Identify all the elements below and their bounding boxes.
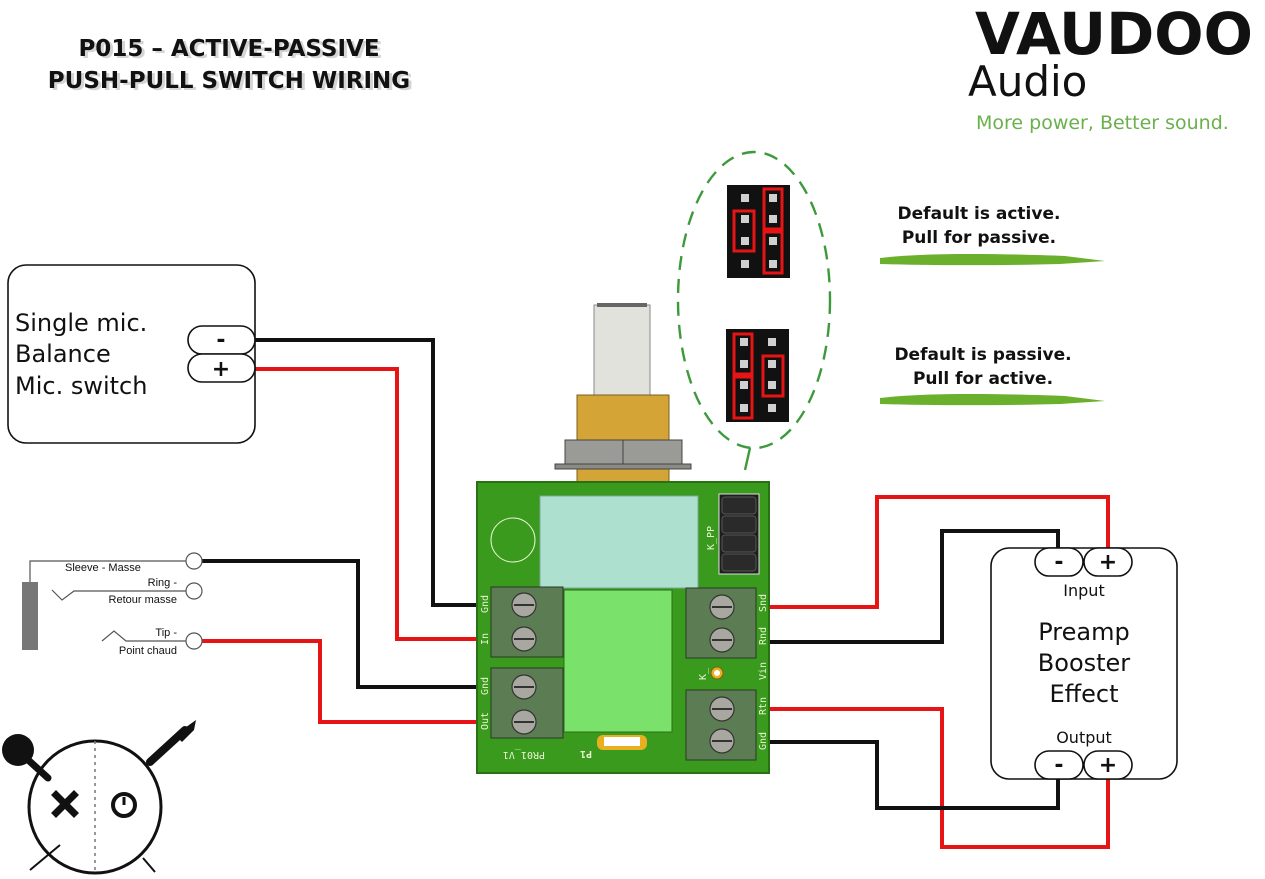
mic-plus-label: + xyxy=(212,357,230,382)
effect-line-2: Booster xyxy=(1038,649,1131,677)
mic-box-frame xyxy=(7,264,256,444)
jack-symbol: Sleeve - Masse Ring - Retour masse Tip -… xyxy=(22,552,203,657)
pcb-label-in: In xyxy=(480,633,491,645)
output-minus-pill[interactable] xyxy=(1034,750,1084,780)
wire-return-ground xyxy=(760,529,1060,644)
pot-knob-shaft xyxy=(593,304,651,396)
wire-return xyxy=(760,707,1110,849)
page-title: P015 – ACTIVE-PASSIVE P015 – ACTIVE-PASS… xyxy=(48,36,413,96)
pcb-label-gnd-3: Gnd xyxy=(758,732,769,750)
output-plus-terminal[interactable]: + xyxy=(1083,750,1133,780)
pcb-part: P1 xyxy=(580,748,592,759)
jack-ring-label-2: Retour masse xyxy=(109,594,177,606)
brand-logo: VAUDOO Audio More power, Better sound. xyxy=(968,0,1253,134)
input-plus-terminal[interactable]: + xyxy=(1083,547,1133,577)
jumper-config-passive xyxy=(726,329,789,422)
jack-tip-line xyxy=(101,630,186,642)
callout-pointer xyxy=(743,447,752,471)
brand-tagline: More power, Better sound. xyxy=(976,112,1229,134)
note-active-line-2: Pull for passive. xyxy=(902,228,1056,248)
output-plus-label: + xyxy=(1099,753,1117,778)
input-label: Input xyxy=(1063,581,1104,600)
mic-plus-pill[interactable] xyxy=(187,353,256,383)
brush-underline-2 xyxy=(880,394,1105,406)
pot-shaft xyxy=(554,303,692,488)
pcb-label-vin: Vin xyxy=(758,662,769,680)
pot-body xyxy=(539,495,699,589)
effect-line-3: Effect xyxy=(1049,680,1118,708)
jack-tip-terminal[interactable] xyxy=(185,632,203,650)
jack-sleeve-terminal[interactable] xyxy=(185,552,203,570)
title-shadow-2: PUSH-PULL SWITCH WIRING xyxy=(51,70,413,96)
effect-line-1: Preamp xyxy=(1038,618,1129,646)
mic-box: Single mic. Balance Mic. switch - + xyxy=(7,264,256,444)
wires xyxy=(194,338,1110,849)
pcb-label-gnd-1: Gnd xyxy=(480,595,491,613)
output-label: Output xyxy=(1056,728,1112,747)
jack-ring-terminal[interactable] xyxy=(185,582,203,600)
note-default-active: Default is active. Pull for passive. xyxy=(880,204,1105,266)
pcb-name: PR01_V1 xyxy=(503,749,545,760)
mic-box-line-3: Mic. switch xyxy=(15,372,147,400)
pcb-label-snd: Snd xyxy=(758,594,769,612)
effect-box-frame xyxy=(990,547,1178,780)
input-plus-label: + xyxy=(1099,550,1117,575)
kpp-header[interactable] xyxy=(718,493,760,575)
pcb-label-rnd: Rnd xyxy=(758,627,769,645)
wire-send xyxy=(760,495,1110,609)
output-plus-pill[interactable] xyxy=(1083,750,1133,780)
wire-mic-plus xyxy=(255,367,490,641)
jack-tip-label-1: Tip - xyxy=(155,627,177,639)
title-line-1: P015 – ACTIVE-PASSIVE xyxy=(78,36,379,62)
effect-box: - + Input Preamp Booster Effect Output -… xyxy=(990,547,1178,780)
jack-ring-label-1: Ring - xyxy=(148,577,178,589)
terminal-block-right-bottom xyxy=(685,689,757,761)
brand-name: VAUDOO xyxy=(975,0,1253,68)
brush-underline-1 xyxy=(880,254,1105,266)
note-passive-line-1: Default is passive. xyxy=(894,345,1071,365)
mic-box-line-1: Single mic. xyxy=(15,309,147,337)
mic-minus-terminal[interactable]: - xyxy=(187,325,256,355)
input-minus-terminal[interactable]: - xyxy=(1034,547,1084,577)
wire-mic-minus xyxy=(255,338,490,607)
input-minus-pill[interactable] xyxy=(1034,547,1084,577)
pcb-label-rtn: Rtn xyxy=(758,697,769,715)
title-shadow-1: P015 – ACTIVE-PASSIVE xyxy=(81,38,382,64)
mic-box-line-2: Balance xyxy=(15,340,111,368)
note-active-line-1: Default is active. xyxy=(898,204,1061,224)
pcb-label-gnd-2: Gnd xyxy=(480,677,491,695)
mic-plus-terminal[interactable]: + xyxy=(187,353,256,383)
led-label: K_ xyxy=(698,667,709,680)
terminal-block-left-bottom xyxy=(490,667,564,739)
header-label: K_PP xyxy=(706,526,717,550)
jack-sleeve-body xyxy=(22,582,38,650)
switch-body xyxy=(563,589,673,733)
jack-sleeve-label: Sleeve - Masse xyxy=(65,562,141,574)
wire-output-ground xyxy=(760,740,1060,810)
terminal-block-right-top xyxy=(685,587,757,659)
silk-logo-icon xyxy=(490,517,536,563)
input-plus-pill[interactable] xyxy=(1083,547,1133,577)
jack-sleeve-line xyxy=(29,560,186,582)
input-minus-label: - xyxy=(1054,550,1063,575)
jack-ring-line xyxy=(51,589,186,601)
note-default-passive: Default is passive. Pull for active. xyxy=(880,345,1105,406)
terminal-block-left-top xyxy=(490,586,564,658)
output-minus-terminal[interactable]: - xyxy=(1034,750,1084,780)
jumper-callout xyxy=(676,150,832,471)
jack-tip-label-2: Point chaud xyxy=(119,645,177,657)
pot-washer xyxy=(554,463,692,470)
callout-ellipse xyxy=(676,150,832,450)
output-minus-label: - xyxy=(1054,753,1063,778)
wire-sleeve xyxy=(194,559,490,689)
wire-tip xyxy=(194,639,490,724)
pcb-label-out: Out xyxy=(480,712,491,730)
brand-sub: Audio xyxy=(968,57,1087,106)
mic-minus-label: - xyxy=(216,328,225,353)
title-line-2: PUSH-PULL SWITCH WIRING xyxy=(48,68,410,94)
note-passive-line-2: Pull for active. xyxy=(913,369,1053,389)
voodoo-logo-icon xyxy=(2,720,196,875)
jumper-config-active xyxy=(727,185,790,278)
pcb-board: K_PP Gnd In Gnd Out xyxy=(476,481,770,774)
